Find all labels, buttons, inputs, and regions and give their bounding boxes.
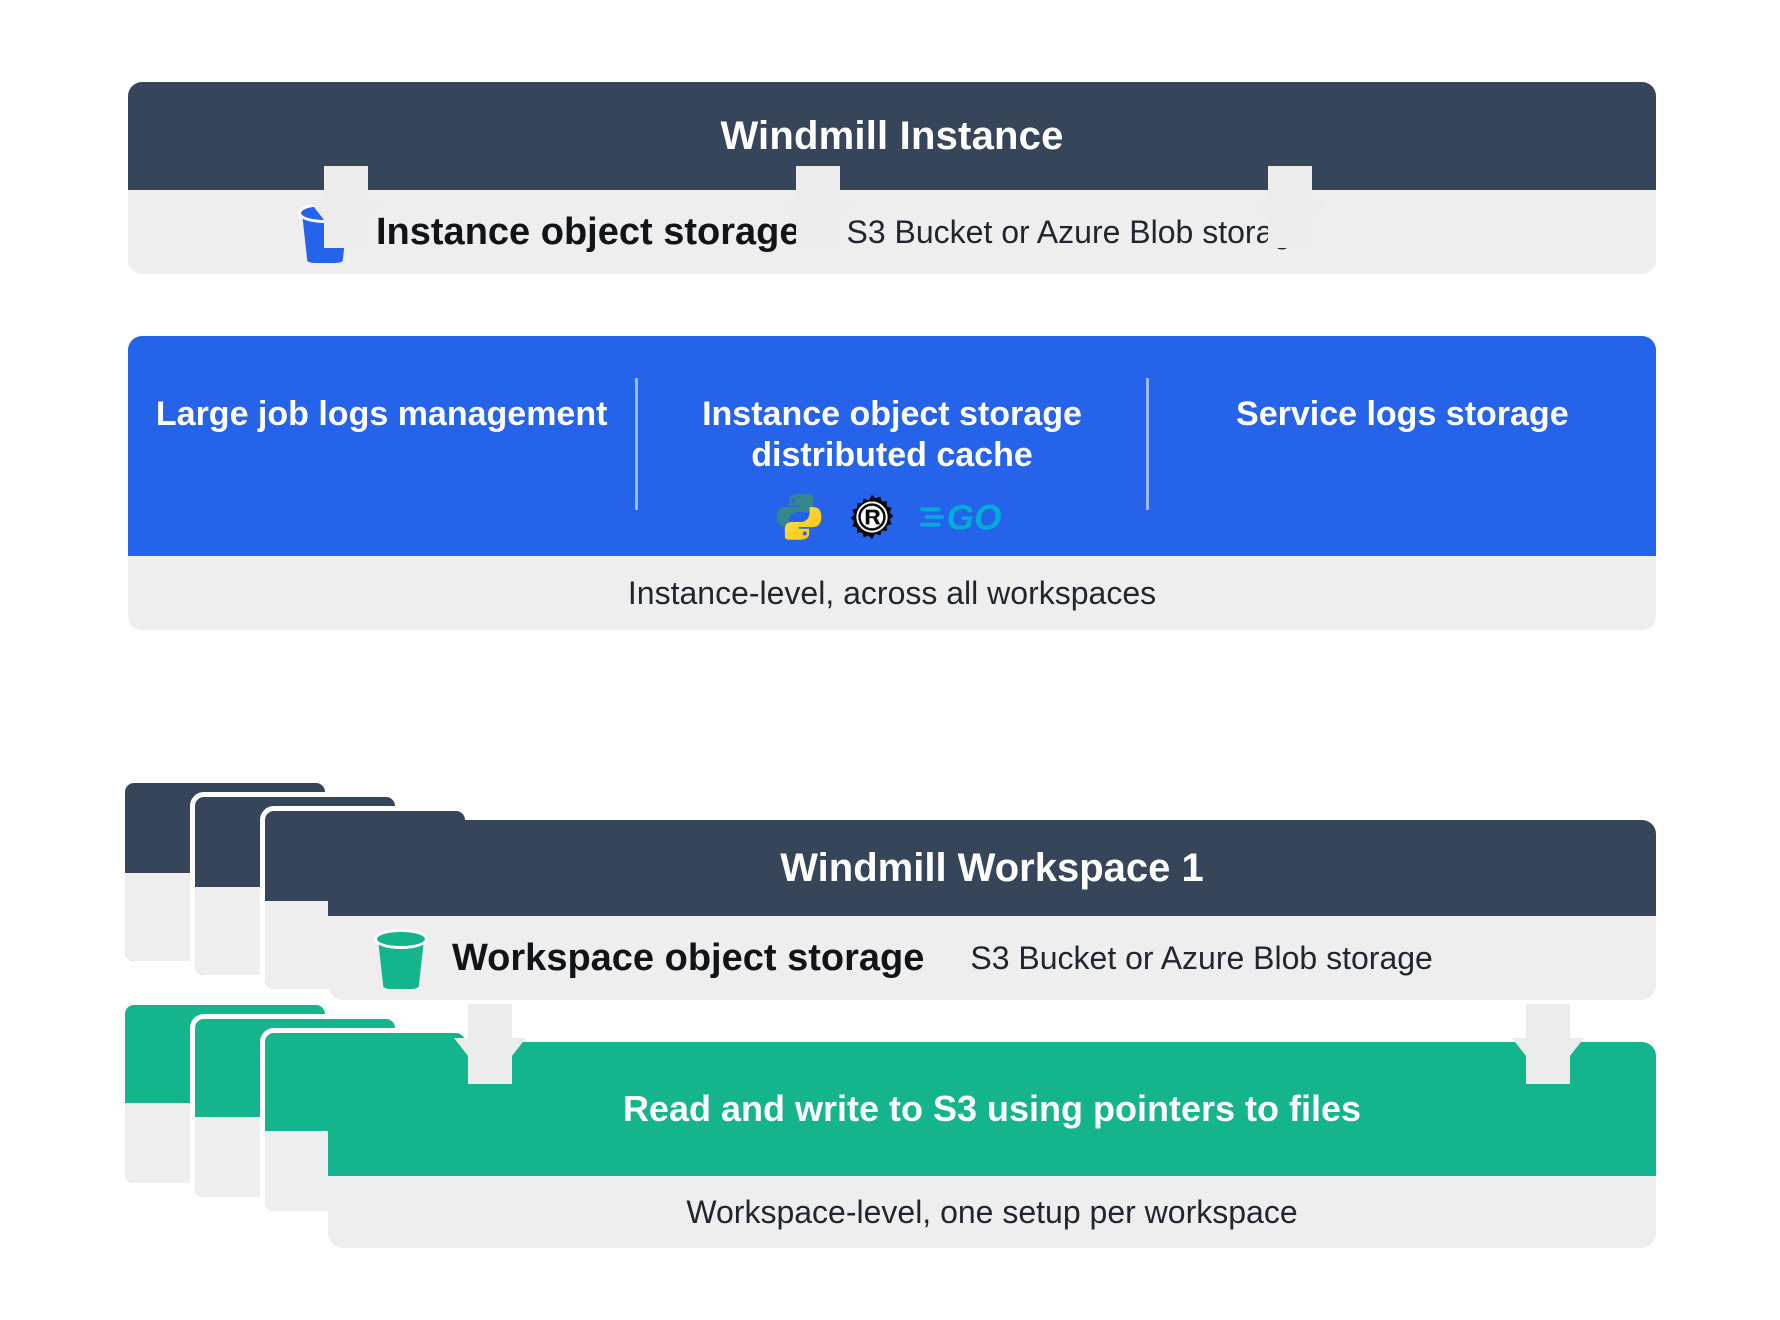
- instance-footer-note: Instance-level, across all workspaces: [128, 556, 1656, 630]
- instance-title: Windmill Instance: [720, 113, 1064, 158]
- instance-column-label: Instance object storage distributed cach…: [702, 395, 1082, 475]
- bucket-icon: [372, 927, 430, 989]
- language-icon-row: GO: [773, 491, 1011, 543]
- instance-column-label: Service logs storage: [1236, 395, 1569, 433]
- workspace-footer-note: Workspace-level, one setup per workspace: [328, 1176, 1656, 1248]
- read-write-text: Read and write to S3 using pointers to f…: [622, 1088, 1362, 1129]
- rust-icon: [850, 494, 894, 540]
- arrow-to-read-write-right: [1512, 1004, 1584, 1084]
- arrow-to-read-write-left: [454, 1004, 526, 1084]
- instance-column-label: Large job logs management: [155, 395, 608, 433]
- instance-column-distributed-cache: Instance object storage distributed cach…: [638, 336, 1145, 556]
- instance-storage-detail: S3 Bucket or Azure Blob storage: [846, 213, 1309, 250]
- arrow-to-large-job-logs: [310, 166, 382, 248]
- workspace-footer-text: Workspace-level, one setup per workspace: [686, 1193, 1298, 1230]
- workspace-object-storage-row: Workspace object storage S3 Bucket or Az…: [328, 916, 1656, 1000]
- instance-storage-label: Instance object storage: [376, 210, 801, 253]
- workspace-storage-label: Workspace object storage: [452, 936, 925, 979]
- instance-column-service-logs: Service logs storage: [1149, 336, 1656, 556]
- windmill-instance-group: Windmill Instance Instance object storag…: [128, 82, 1656, 630]
- arrow-to-distributed-cache: [782, 166, 854, 248]
- column-divider: [1145, 378, 1149, 510]
- instance-capability-row: Large job logs management Instance objec…: [128, 336, 1656, 556]
- instance-footer-text: Instance-level, across all workspaces: [627, 574, 1157, 611]
- workspace-storage-detail: S3 Bucket or Azure Blob storage: [970, 939, 1433, 976]
- workspace-title-bar: Windmill Workspace 1: [328, 820, 1656, 916]
- workspace-title: Windmill Workspace 1: [780, 845, 1204, 890]
- python-icon: [776, 494, 822, 540]
- instance-column-large-job-logs: Large job logs management: [128, 336, 635, 556]
- read-write-front-card: Read and write to S3 using pointers to f…: [328, 1042, 1656, 1248]
- read-write-banner: Read and write to S3 using pointers to f…: [328, 1042, 1656, 1176]
- go-icon: GO: [920, 498, 1002, 537]
- column-divider: [635, 378, 639, 510]
- instance-title-bar: Windmill Instance: [128, 82, 1656, 190]
- arrow-to-service-logs: [1254, 166, 1326, 248]
- workspace-front-card: Windmill Workspace 1 Workspace object st…: [328, 820, 1656, 1000]
- svg-text:GO: GO: [947, 498, 1002, 537]
